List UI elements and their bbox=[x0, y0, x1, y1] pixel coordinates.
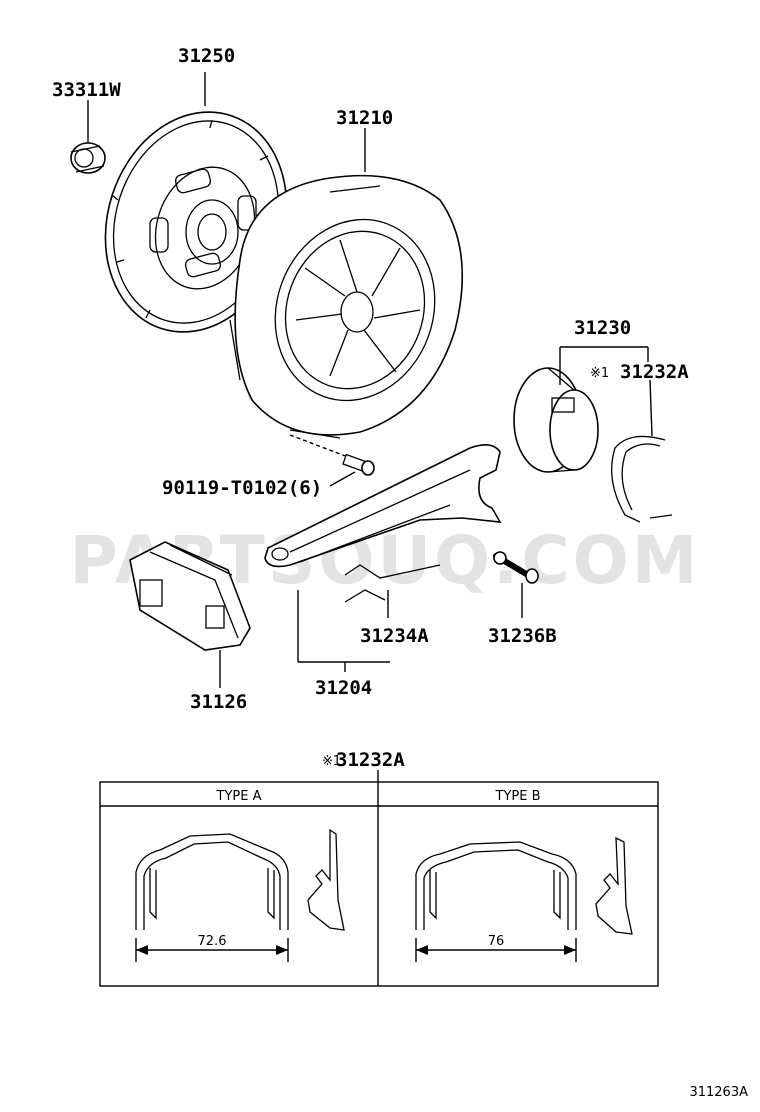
release-fork-boot-illustration bbox=[129, 541, 251, 651]
type-b-header: TYPE B bbox=[495, 789, 541, 804]
pivot-bolt-illustration bbox=[493, 551, 539, 584]
release-clip-illustration bbox=[611, 435, 673, 523]
part-label-31232A: 31232A bbox=[620, 361, 689, 383]
bolt-illustration bbox=[342, 453, 375, 476]
clutch-cover-illustration bbox=[229, 174, 464, 439]
part-label-90119: 90119-T0102(6) bbox=[162, 477, 322, 499]
type-a-header: TYPE A bbox=[216, 789, 262, 804]
type-a-clip-illustration bbox=[135, 828, 345, 931]
detail-mark: ※1 bbox=[322, 754, 341, 769]
part-label-31234A: 31234A bbox=[360, 625, 429, 647]
pilot-bearing-illustration bbox=[70, 142, 106, 174]
detail-part-label: 31232A bbox=[336, 749, 405, 771]
note-mark: ※1 bbox=[590, 366, 609, 381]
release-fork-illustration bbox=[264, 444, 502, 568]
part-label-31126: 31126 bbox=[190, 691, 247, 713]
part-label-33311W: 33311W bbox=[52, 79, 121, 101]
fork-spring-illustration bbox=[344, 564, 441, 603]
type-b-clip-illustration bbox=[415, 836, 633, 935]
part-label-31230: 31230 bbox=[574, 317, 631, 339]
detail-table bbox=[99, 781, 659, 987]
part-label-31204: 31204 bbox=[315, 677, 372, 699]
type-a-dimension: 72.6 bbox=[198, 934, 227, 949]
release-bearing-illustration bbox=[513, 367, 599, 473]
illustration-reference: 311263A bbox=[689, 1085, 748, 1100]
part-label-31236B: 31236B bbox=[488, 625, 557, 647]
part-label-31250: 31250 bbox=[178, 45, 235, 67]
part-label-31210: 31210 bbox=[336, 107, 393, 129]
type-b-dimension: 76 bbox=[488, 934, 505, 949]
